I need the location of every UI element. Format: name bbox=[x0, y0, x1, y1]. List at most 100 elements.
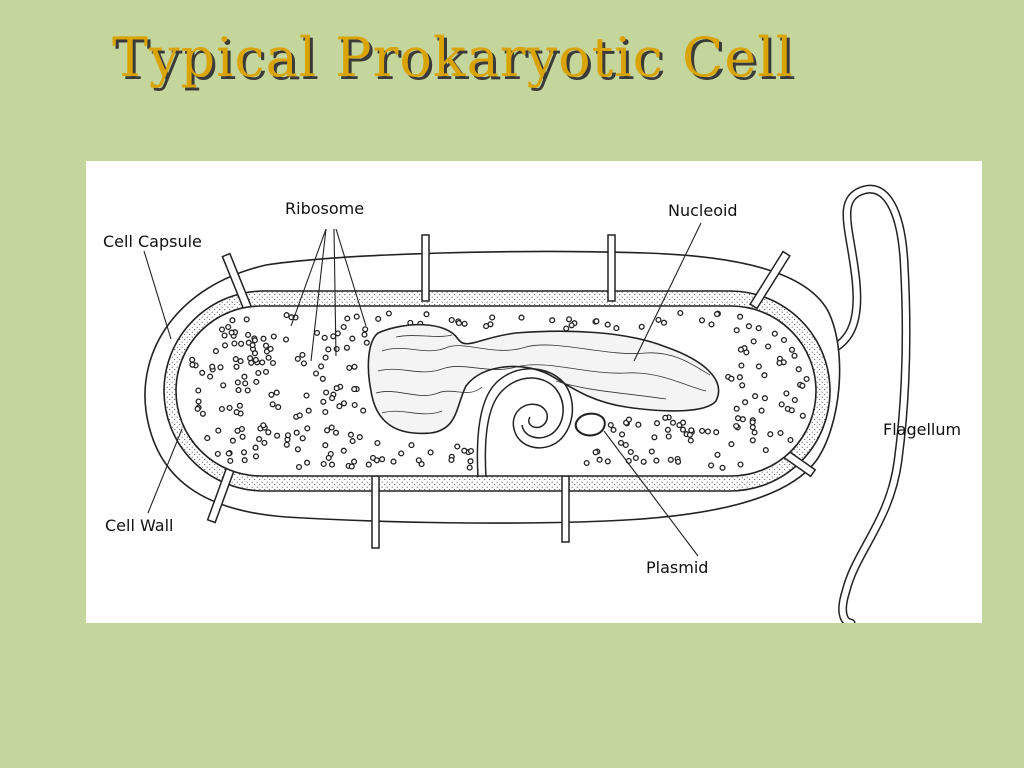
ribosome-dot bbox=[217, 364, 224, 371]
ribosome-dot bbox=[799, 382, 806, 389]
ribosome-dot bbox=[328, 424, 335, 431]
ribosome-dot bbox=[283, 312, 290, 319]
ribosome-dot bbox=[699, 427, 706, 434]
ribosome-dot bbox=[563, 325, 570, 332]
ribosome-dot bbox=[207, 373, 214, 380]
ribosome-dot bbox=[260, 335, 267, 342]
ribosome-dot bbox=[256, 436, 263, 443]
ribosome-dot bbox=[221, 332, 228, 339]
ribosome-dot bbox=[340, 400, 348, 407]
ribosome-dot bbox=[664, 426, 671, 433]
ribosome-dot bbox=[780, 336, 788, 344]
ribosome-dot bbox=[613, 325, 620, 332]
ribosome-dot bbox=[771, 330, 778, 337]
plasmid bbox=[574, 412, 606, 437]
ribosome-dot bbox=[270, 333, 277, 340]
ribosome-dot bbox=[680, 419, 687, 426]
ribosome-dot bbox=[739, 382, 746, 389]
ribosome-dot bbox=[273, 389, 280, 396]
ribosome-dot bbox=[738, 362, 745, 369]
ribosome-dot bbox=[237, 358, 244, 365]
ribosome-dot bbox=[293, 429, 300, 436]
ribosome-dot bbox=[379, 456, 386, 463]
ribosome-dot bbox=[304, 459, 311, 466]
cell-diagram-panel: Ribosome Nucleoid Cell Capsule Cell Wall… bbox=[86, 161, 982, 623]
ribosome-dot bbox=[375, 315, 382, 322]
ribosome-dot bbox=[638, 323, 645, 330]
ribosome-dot bbox=[333, 345, 340, 353]
ribosome-dot bbox=[728, 441, 735, 448]
ribosome-dot bbox=[704, 428, 711, 435]
ribosome-dot bbox=[313, 329, 321, 336]
ribosome-dot bbox=[318, 363, 325, 370]
ribosome-dot bbox=[408, 442, 415, 449]
ribosome-dot bbox=[374, 439, 381, 447]
ribosome-dot bbox=[762, 447, 769, 454]
ribosome-dot bbox=[461, 320, 468, 327]
ribosome-dot bbox=[385, 310, 392, 317]
ribosome-dot bbox=[251, 337, 258, 344]
nucleoid bbox=[367, 323, 720, 435]
ribosome-dot bbox=[737, 346, 744, 353]
ribosome-dot bbox=[737, 313, 744, 320]
ribosome-dot bbox=[252, 356, 259, 363]
ribosome-dot bbox=[221, 342, 229, 349]
ribosome-dot bbox=[252, 444, 259, 451]
ribosome-dot bbox=[803, 375, 810, 383]
ribosome-dot bbox=[241, 373, 248, 380]
ribosome-dot bbox=[265, 354, 272, 361]
cell-diagram bbox=[143, 184, 911, 623]
ribosome-dot bbox=[312, 370, 320, 377]
ribosome-dot bbox=[467, 447, 475, 455]
ribosome-dot bbox=[755, 363, 762, 370]
ribosome-dot bbox=[739, 416, 746, 423]
ribosome-dot bbox=[260, 422, 267, 429]
ribosome-dot bbox=[269, 359, 277, 367]
ribosome-dot bbox=[640, 458, 647, 465]
ribosome-dot bbox=[235, 387, 242, 394]
label-cell-wall: Cell Wall bbox=[105, 516, 174, 535]
ribosome-dot bbox=[343, 344, 350, 351]
ribosome-dot bbox=[241, 457, 248, 464]
ribosome-dot bbox=[245, 331, 252, 338]
ribosome-dot bbox=[565, 316, 573, 323]
ribosome-dot bbox=[765, 343, 772, 350]
ribosome-dot bbox=[232, 356, 239, 363]
ribosome-dot bbox=[328, 461, 336, 468]
ribosome-dot bbox=[234, 379, 241, 386]
ribosome-dot bbox=[247, 355, 254, 362]
ribosome-dot bbox=[340, 447, 347, 454]
ribosome-dot bbox=[225, 450, 232, 457]
ribosome-dot bbox=[653, 457, 660, 464]
ribosome-dot bbox=[365, 461, 372, 468]
ribosome-dot bbox=[268, 391, 275, 398]
ribosome-dot bbox=[228, 329, 235, 336]
ribosome-dot bbox=[791, 396, 798, 404]
ribosome-dot bbox=[294, 355, 301, 362]
ribosome-dot bbox=[340, 323, 347, 331]
ribosome-dot bbox=[294, 446, 301, 453]
ribosome-dot bbox=[336, 403, 343, 410]
ribosome-dot bbox=[238, 340, 245, 347]
ribosome-dot bbox=[651, 434, 658, 441]
ribosome-dot bbox=[251, 350, 259, 357]
ribosome-dot bbox=[708, 321, 715, 328]
ribosome-dot bbox=[750, 338, 757, 345]
ribosome-dot bbox=[243, 316, 250, 323]
ribosome-dot bbox=[787, 436, 794, 444]
ribosome-dot bbox=[653, 420, 661, 427]
ribosome-dot bbox=[604, 458, 611, 465]
ribosome-dot bbox=[593, 318, 600, 325]
ribosome-dot bbox=[227, 457, 234, 464]
ribosome-dot bbox=[777, 429, 784, 437]
ribosome-dot bbox=[322, 408, 329, 416]
ribosome-dot bbox=[349, 438, 356, 445]
ribosome-dot bbox=[677, 309, 684, 317]
ribosome-dot bbox=[448, 316, 455, 324]
ribosome-dot bbox=[749, 424, 756, 431]
ribosome-dot bbox=[229, 317, 236, 324]
ribosome-dot bbox=[648, 448, 655, 455]
ribosome-dot bbox=[749, 419, 756, 426]
ribosome-dot bbox=[236, 402, 243, 409]
ribosome-dot bbox=[714, 451, 721, 458]
